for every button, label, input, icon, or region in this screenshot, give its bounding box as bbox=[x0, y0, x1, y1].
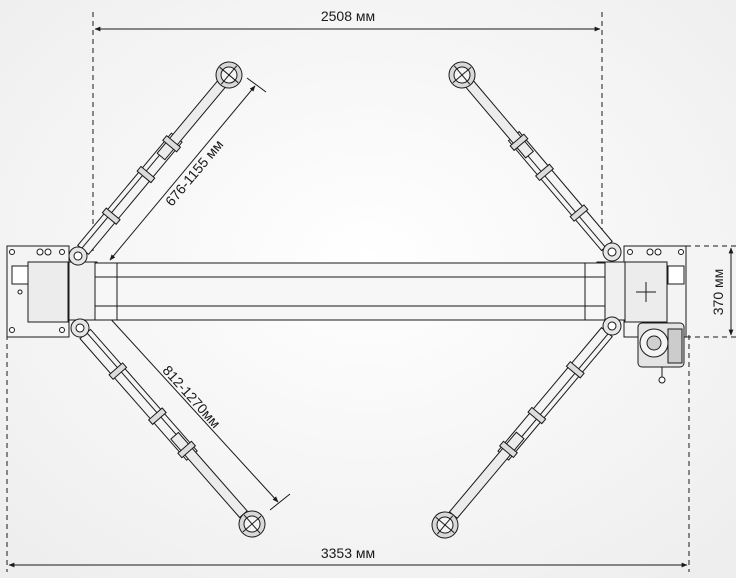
front-arm-dimension-line bbox=[109, 85, 256, 261]
cross-beam bbox=[94, 262, 606, 321]
rear-left-arm bbox=[70, 318, 266, 538]
column-depth-label: 370 мм bbox=[710, 269, 726, 316]
front-right-arm bbox=[448, 61, 622, 262]
overall-width-label: 3353 мм bbox=[321, 545, 375, 561]
extension-lines bbox=[6, 12, 736, 572]
top-width-label: 2508 мм bbox=[321, 8, 375, 24]
rear-right-arm bbox=[431, 316, 622, 539]
lift-pad-icon bbox=[238, 510, 266, 538]
lift-pad-icon bbox=[448, 61, 476, 89]
arms-group bbox=[68, 61, 622, 539]
lift-pad-icon bbox=[215, 61, 243, 89]
dimension-lines bbox=[8, 26, 734, 568]
left-column-base bbox=[6, 245, 98, 338]
front-left-arm bbox=[68, 61, 243, 266]
rear-arm-dimension-line bbox=[106, 314, 279, 503]
motor-unit bbox=[637, 322, 685, 384]
lift-pad-icon bbox=[431, 511, 459, 539]
